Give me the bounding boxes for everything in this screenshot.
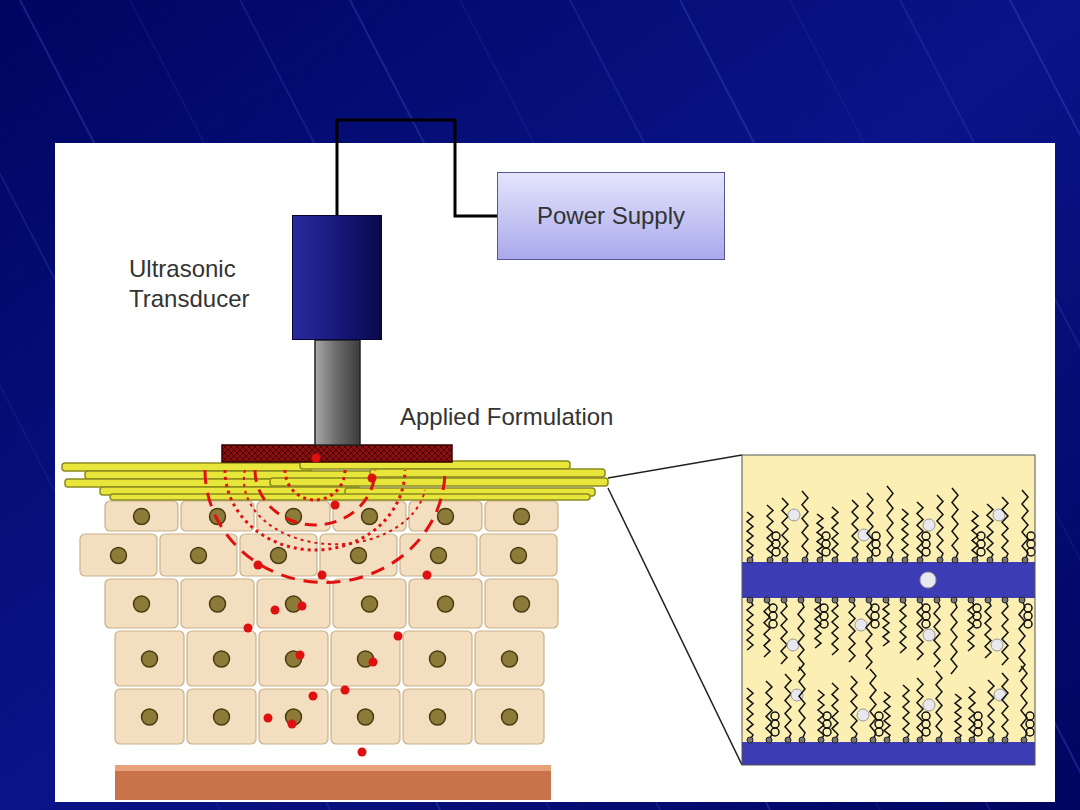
power-cable (337, 120, 497, 216)
part-label: Ultrasonic Transducer (129, 254, 289, 314)
power-supply-box: Power Supply (497, 172, 725, 260)
ultrasonic-transducer: Ultrasonic Transducer (292, 215, 382, 340)
part-label: Applied Formulation (400, 402, 613, 432)
box-label: Power Supply (537, 201, 685, 231)
